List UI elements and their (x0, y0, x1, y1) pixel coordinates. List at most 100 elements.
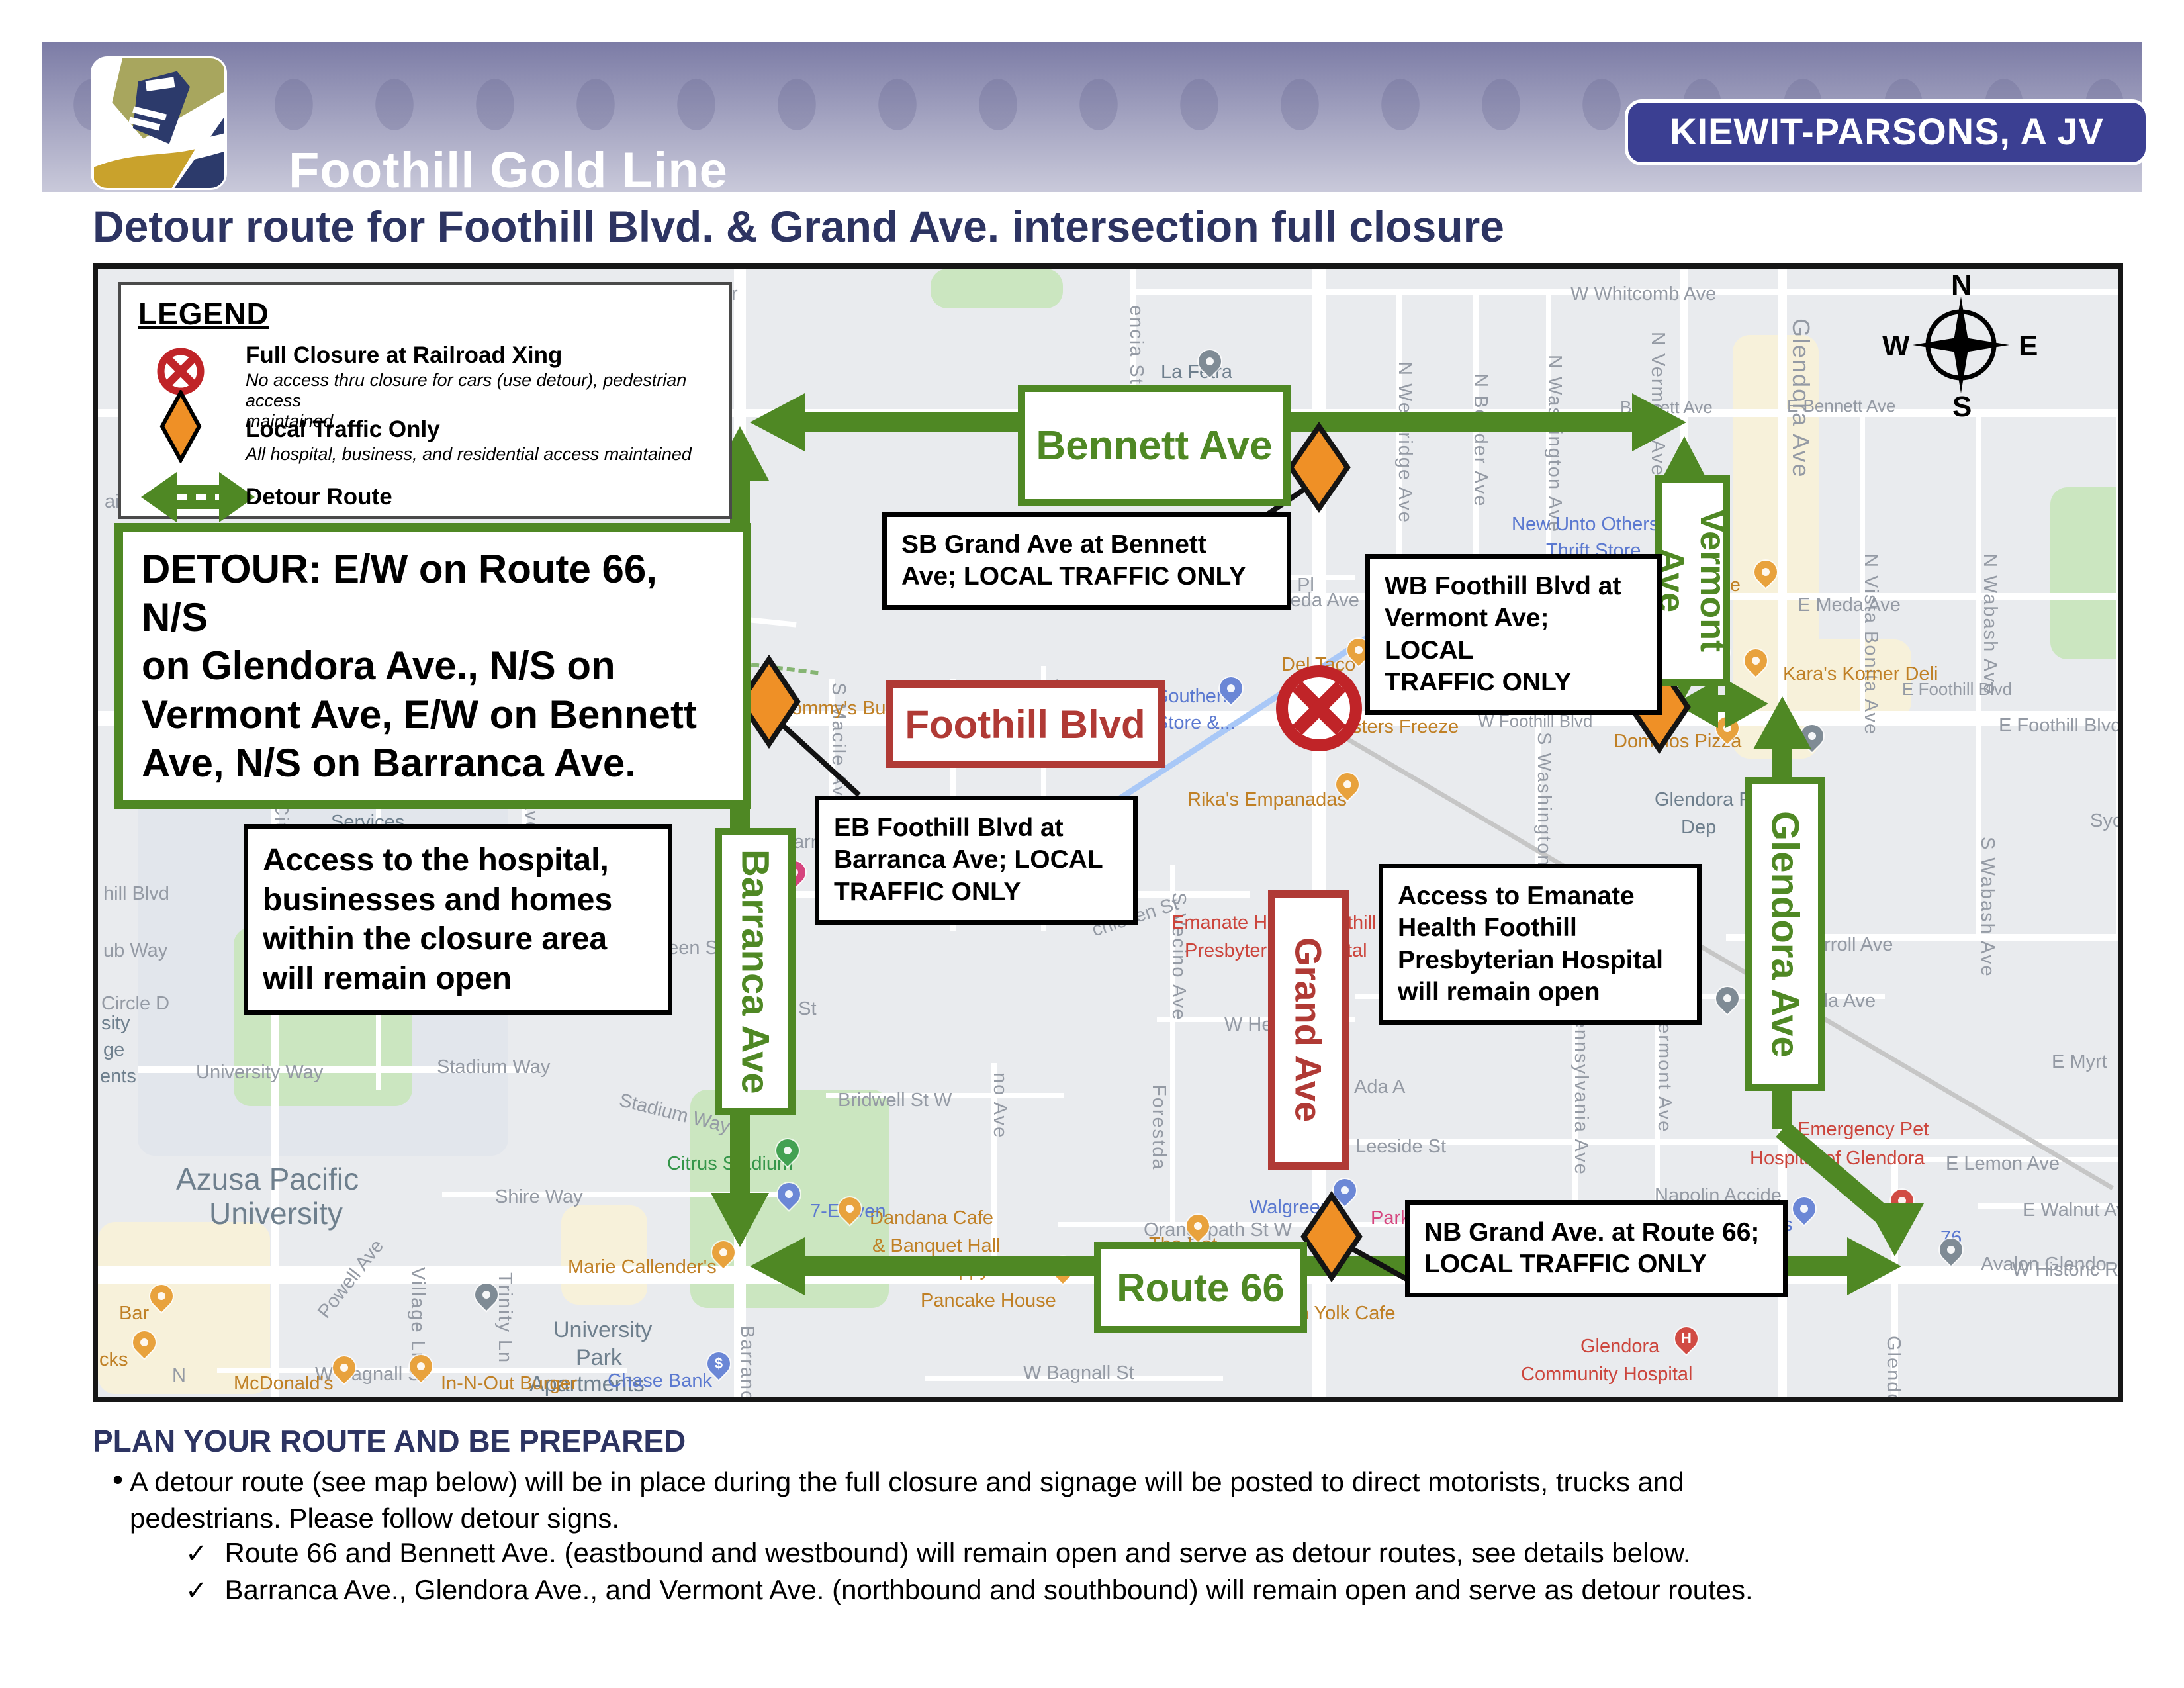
map-label: no Ave (989, 1072, 1011, 1139)
map-label: S Minnesota Ave (2117, 851, 2123, 1015)
map-label: Rika's Empanadas (1187, 789, 1347, 810)
map-label: N Bender Ave (1470, 373, 1491, 508)
map-label: da Ave (1817, 990, 1876, 1011)
compass-n: N (1951, 269, 1972, 301)
map-label: N (172, 1365, 186, 1386)
map-label: hill Blvd (103, 883, 169, 904)
compass-e: E (2019, 330, 2038, 362)
page-title: Detour route for Foothill Blvd. & Grand … (93, 202, 1504, 251)
compass-s: S (1952, 391, 1972, 423)
map-label: E Bennett Ave (1787, 396, 1896, 416)
header-banner: Foothill Gold Line KIEWIT-PARSONS, A JV (42, 42, 2149, 199)
map-label: Finkbi (2120, 571, 2123, 592)
notes-bullet: A detour route (see map below) will be i… (130, 1466, 1684, 1534)
map-label: Dep (1681, 817, 1717, 838)
street-label-route66: Route 66 (1094, 1242, 1307, 1333)
map-label: Glendora Ave (1788, 318, 1815, 479)
map-label: Ada A (1354, 1076, 1406, 1098)
legend-item-desc: No access thru closure for cars (use det… (246, 370, 687, 432)
map-label: ub Way (103, 940, 168, 961)
local-traffic-legend-icon (159, 390, 202, 463)
map-label: Circle D (101, 993, 170, 1014)
street-label-barranca: Barranca Ave (715, 828, 796, 1115)
legend-item-title: Local Traffic Only (246, 416, 440, 442)
notes-check-2: ✓Barranca Ave., Glendora Ave., and Vermo… (185, 1574, 1753, 1605)
street-label-foothill: Foothill Blvd (886, 680, 1165, 768)
map-label: Dandana Cafe (870, 1207, 994, 1229)
map-label: N Westridge Ave (1394, 361, 1416, 524)
street-label-bennett: Bennett Ave (1018, 385, 1291, 506)
map-label: Park (1371, 1207, 1410, 1229)
local-traffic-diamonds (737, 421, 1691, 1283)
map-label: Glendora Po (1655, 789, 1762, 810)
map-label: S Wabash Ave (1977, 837, 1998, 978)
street-label-grand: Grand Ave (1268, 890, 1349, 1170)
map-label: Trinity Ln (494, 1272, 516, 1364)
map-label: Orangepath St W (1144, 1219, 1293, 1241)
map-label: Shire Way (495, 1186, 583, 1207)
callout-nb-grand: NB Grand Ave. at Route 66; LOCAL TRAFFIC… (1405, 1200, 1788, 1297)
bullet-glyph: • (113, 1462, 124, 1497)
map-label: Glendora (1580, 1336, 1660, 1357)
map-label: S Macile Ave (828, 682, 849, 810)
map-label: Emergency Pet (1797, 1119, 1929, 1140)
map-label: In-N-Out Burger (441, 1373, 578, 1394)
foothill-gold-line-logo-icon (93, 58, 225, 188)
map-label: N Wabash Ave (1979, 553, 2001, 696)
map-label: Community Hospital (1521, 1364, 1693, 1385)
map-label: Forestda (1148, 1084, 1169, 1171)
map-label: Store &... (1156, 712, 1236, 733)
map-label: Park (576, 1345, 622, 1370)
map-label: ge (103, 1039, 125, 1060)
map-label: University Way (196, 1062, 324, 1083)
map-label: Barranca (737, 1325, 758, 1402)
check-icon: ✓ (185, 1539, 208, 1568)
map-label: E Walnut Ave (2023, 1199, 2118, 1221)
street-label-glendora: Glendora Ave (1745, 777, 1825, 1091)
legend: LEGEND Full Closure at Railroad Xing No … (118, 282, 732, 522)
map-label: Sycam (2090, 810, 2122, 831)
map-label: Apartments (529, 1372, 645, 1397)
map-label: Pancake House (921, 1290, 1056, 1311)
callout-sb-grand: SB Grand Ave at Bennett Ave; LOCAL TRAFF… (882, 512, 1291, 610)
map-label: arroll Ave (1813, 934, 1893, 955)
contractor-badge: KIEWIT-PARSONS, A JV (1625, 99, 2149, 165)
compass-rose-icon: N W E S (1882, 269, 2038, 423)
map-label: sity (101, 1013, 130, 1034)
map-label: E Meda Ave (1797, 594, 1901, 616)
map-label: E Foothill Blvd (1999, 715, 2122, 736)
map-label: W Historic Rte 66 (2012, 1259, 2119, 1280)
legend-item-desc: All hospital, business, and residential … (246, 444, 692, 464)
callout-hospital-area: Access to the hospital, businesses and h… (244, 824, 672, 1015)
check-icon: ✓ (185, 1576, 208, 1605)
notes-check-1: ✓Route 66 and Bennett Ave. (eastbound an… (185, 1537, 1691, 1568)
legend-item-title: Detour Route (246, 484, 392, 510)
map-label: Kara's Korner Deli (1783, 663, 1938, 684)
callout-wb-foothill: WB Foothill Blvd at Vermont Ave; LOCAL T… (1365, 554, 1662, 716)
map-label: N Minnesota Ave (2118, 487, 2123, 652)
callout-emanate: Access to Emanate Health Foothill Presby… (1379, 864, 1702, 1025)
map-label: University (553, 1317, 653, 1342)
compass-w: W (1882, 330, 1910, 362)
map-label: Bar (119, 1303, 150, 1324)
notes-heading: PLAN YOUR ROUTE AND BE PREPARED (93, 1424, 686, 1458)
map-label: Leeside St (1355, 1136, 1447, 1157)
finkbiner-park (2050, 487, 2118, 659)
legend-heading: LEGEND (138, 297, 269, 331)
map-label: Chase Bank (608, 1370, 712, 1391)
map-label: cks (99, 1349, 128, 1370)
brand-title: Foothill Gold Line (289, 142, 728, 199)
map-label: Village Ln (407, 1267, 428, 1364)
map-label: W Whitcomb Ave (1570, 283, 1717, 305)
map-label: New Unto Others (1512, 514, 1659, 535)
park-patch (931, 269, 1063, 308)
map-label: Azusa Pacific (176, 1162, 359, 1196)
commercial-zone (98, 1222, 270, 1394)
commercial-zone (561, 1205, 647, 1305)
map-label: University (209, 1196, 343, 1231)
map-label: Marie Callender's (568, 1256, 717, 1278)
detour-route-legend-icon (141, 472, 255, 522)
map-label: Stadium Way (437, 1056, 551, 1078)
